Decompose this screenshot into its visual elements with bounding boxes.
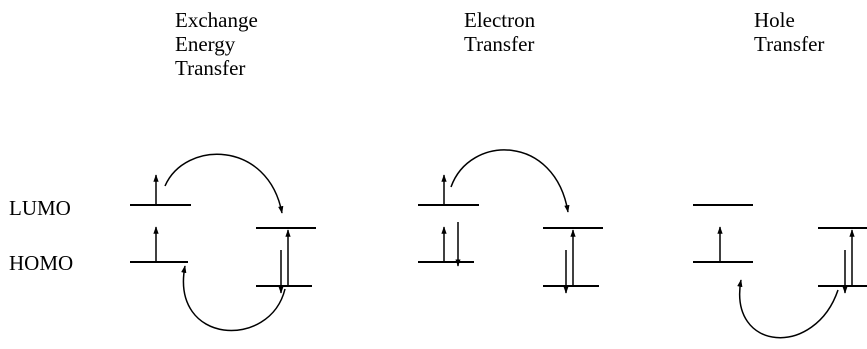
homo-label: HOMO: [9, 251, 74, 275]
title-line: Transfer: [175, 56, 246, 80]
title-line: Exchange: [175, 8, 258, 32]
transfer-arc-arrow: [450, 149, 570, 213]
title-line: Hole: [754, 8, 795, 32]
title-line: Transfer: [754, 32, 825, 56]
panel-title-hole-transfer: Hole Transfer: [754, 8, 824, 56]
title-line: Electron: [464, 8, 536, 32]
title-line: Energy: [175, 32, 236, 56]
panel-title-exchange-energy-transfer: Exchange Energy Transfer: [175, 8, 258, 80]
panel-title-electron-transfer: Electron Transfer: [464, 8, 535, 56]
lumo-label: LUMO: [9, 196, 71, 220]
transfer-arc-arrow: [181, 265, 286, 332]
transfer-arc-arrow: [164, 153, 284, 214]
title-line: Transfer: [464, 32, 535, 56]
transfer-arc-arrow: [737, 279, 839, 339]
